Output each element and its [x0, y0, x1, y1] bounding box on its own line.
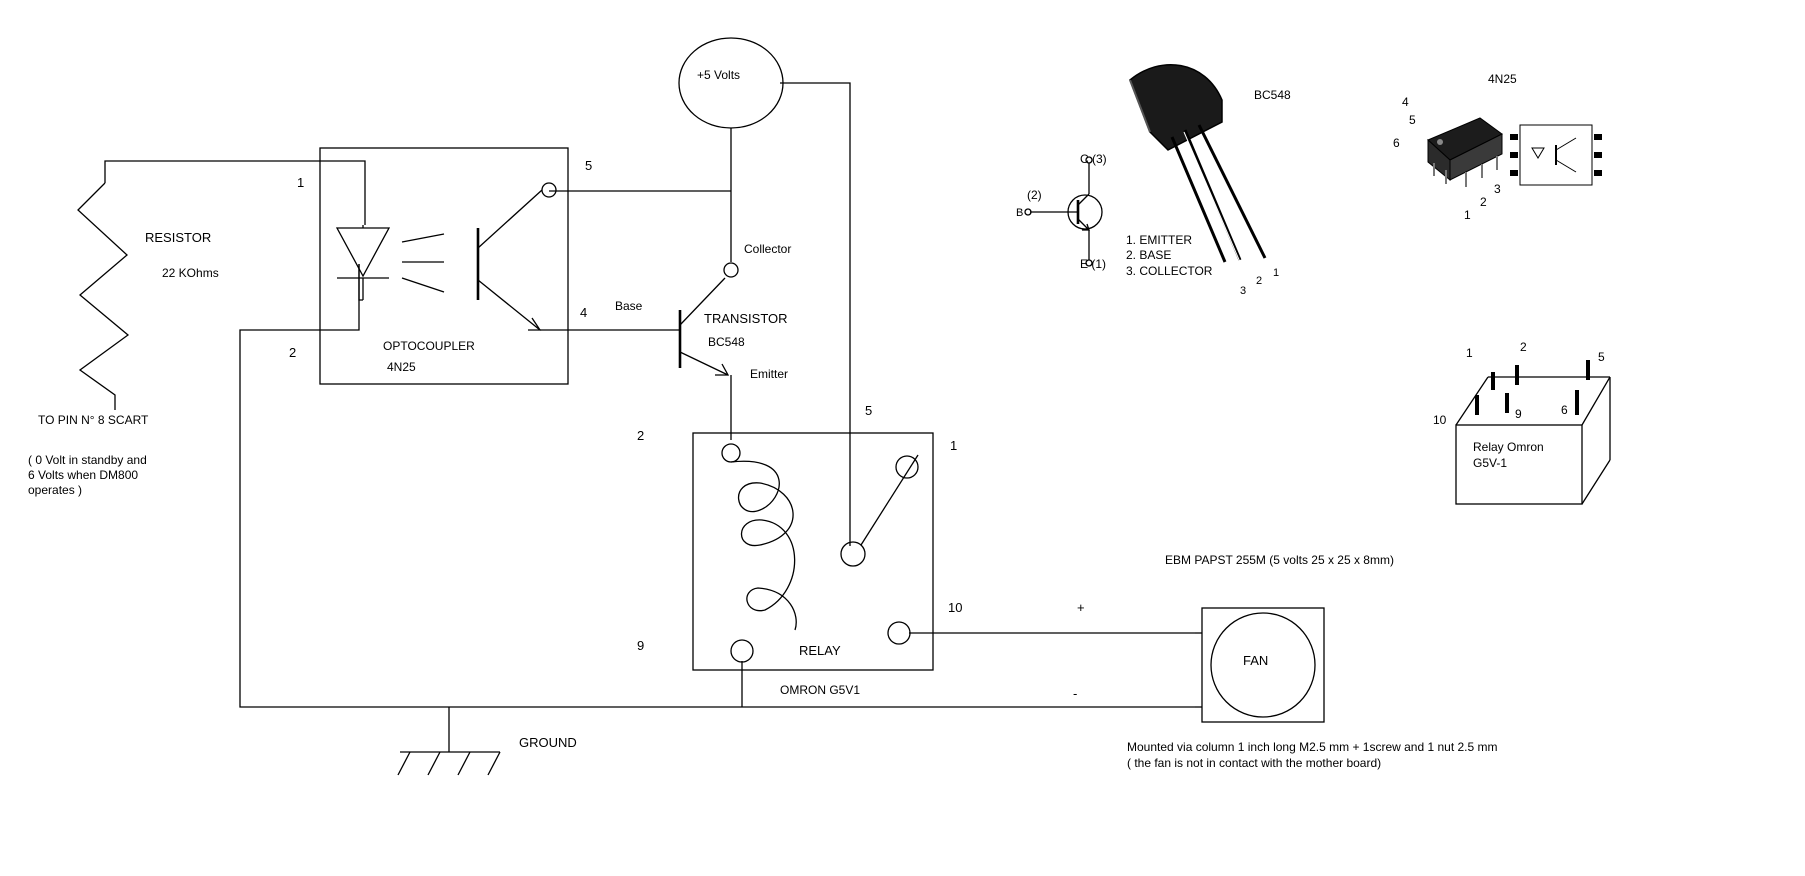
relay-pin-5: 5 — [865, 403, 872, 418]
relay-ref-name-1: Relay Omron — [1473, 440, 1544, 454]
fan-minus: - — [1073, 686, 1077, 701]
optocoupler-symbol — [319, 147, 569, 385]
collector-label: Collector — [744, 242, 791, 256]
relay-name: RELAY — [799, 643, 841, 658]
scart-note-line3: operates ) — [28, 483, 82, 497]
fan-symbol — [1195, 607, 1325, 723]
n4n25-title: 4N25 — [1488, 72, 1517, 86]
bc548-c-label: C (3) — [1080, 152, 1107, 166]
relay-pin-1: 1 — [950, 438, 957, 453]
mount-note-line1: Mounted via column 1 inch long M2.5 mm +… — [1127, 740, 1498, 754]
relay-part: OMRON G5V1 — [780, 683, 860, 697]
relay-pin-10: 10 — [948, 600, 962, 615]
n4n25-reference — [1427, 117, 1602, 187]
bc548-title: BC548 — [1254, 88, 1291, 102]
supply-circle — [678, 37, 784, 129]
bc548-e-label: E (1) — [1080, 257, 1106, 271]
relay-ref-pin-6: 6 — [1561, 403, 1568, 417]
emitter-label: Emitter — [750, 367, 788, 381]
relay-ref-pin-10: 10 — [1433, 413, 1447, 427]
n4n25-pin-3: 3 — [1494, 182, 1501, 196]
scart-note-line2: 6 Volts when DM800 — [28, 468, 138, 482]
scart-note-line1: ( 0 Volt in standby and — [28, 453, 147, 467]
transistor-part: BC548 — [708, 335, 745, 349]
resistor-name: RESISTOR — [145, 230, 211, 245]
opto-name: OPTOCOUPLER — [383, 339, 475, 353]
opto-pin-2: 2 — [289, 345, 296, 360]
supply-label: +5 Volts — [697, 68, 740, 82]
relay-ref-pin-1: 1 — [1466, 346, 1473, 360]
n4n25-pin-6: 6 — [1393, 136, 1400, 150]
ground-symbol — [397, 707, 501, 776]
base-label: Base — [615, 299, 643, 313]
wires — [104, 82, 1195, 708]
resistor-value: 22 KOhms — [162, 266, 219, 280]
relay-ref-name-2: G5V-1 — [1473, 456, 1507, 470]
bc548-reference — [1024, 63, 1267, 267]
fan-model: EBM PAPST 255M (5 volts 25 x 25 x 8mm) — [1165, 553, 1394, 567]
relay-ref-pin-5: 5 — [1598, 350, 1605, 364]
relay-reference — [1455, 360, 1611, 505]
resistor-symbol — [77, 182, 130, 410]
bc548-leg-2: 2 — [1256, 275, 1262, 287]
n4n25-pin-4: 4 — [1402, 95, 1409, 109]
scart-label: TO PIN N° 8 SCART — [38, 413, 149, 427]
bc548-b-label: (2) — [1027, 188, 1042, 202]
bc548-legend-3: 3. COLLECTOR — [1126, 264, 1213, 278]
opto-part: 4N25 — [387, 360, 416, 374]
transistor-symbol — [678, 262, 739, 376]
mount-note-line2: ( the fan is not in contact with the mot… — [1127, 756, 1381, 770]
n4n25-pin-5: 5 — [1409, 113, 1416, 127]
relay-ref-pin-9: 9 — [1515, 407, 1522, 421]
fan-label: FAN — [1243, 653, 1268, 668]
ground-label: GROUND — [519, 735, 577, 750]
transistor-name: TRANSISTOR — [704, 311, 788, 326]
bc548-b-letter: B — [1016, 207, 1023, 219]
relay-pin-2: 2 — [637, 428, 644, 443]
bc548-legend-1: 1. EMITTER — [1126, 233, 1192, 247]
n4n25-pin-1: 1 — [1464, 208, 1471, 222]
relay-pin-9: 9 — [637, 638, 644, 653]
opto-pin-1: 1 — [297, 175, 304, 190]
fan-plus: + — [1077, 600, 1085, 615]
bc548-legend-2: 2. BASE — [1126, 248, 1171, 262]
n4n25-pin-2: 2 — [1480, 195, 1487, 209]
relay-ref-pin-2: 2 — [1520, 340, 1527, 354]
bc548-leg-3: 3 — [1240, 285, 1246, 297]
opto-pin-5: 5 — [585, 158, 592, 173]
bc548-leg-1: 1 — [1273, 267, 1279, 279]
relay-symbol — [692, 432, 934, 671]
opto-pin-4: 4 — [580, 305, 587, 320]
